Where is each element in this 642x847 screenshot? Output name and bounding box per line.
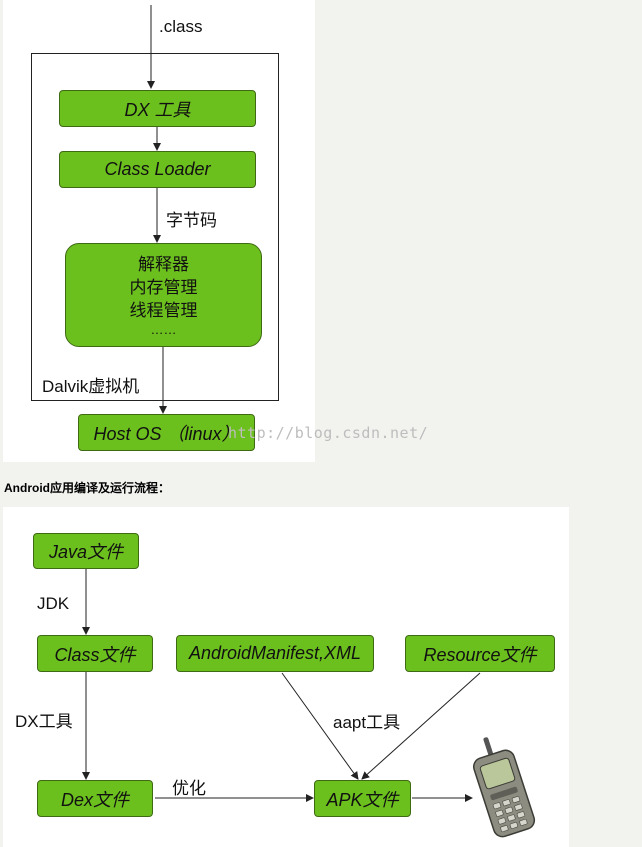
thread-management-line: 线程管理 [129,300,198,320]
host-os-box: Host OS （linux） [78,414,255,451]
dx-tool-box: DX 工具 [59,90,256,127]
apk-file-box: APK文件 [314,780,411,817]
resource-file-box: Resource文件 [405,635,555,672]
watermark-text: http://blog.csdn.net/ [228,424,429,442]
class-input-label: .class [159,17,203,36]
dx-tool-label: DX工具 [15,712,73,731]
optimize-label: 优化 [172,779,206,798]
memory-management-line: 内存管理 [129,277,198,297]
jdk-label: JDK [37,594,70,613]
interpreter-box: 解释器 内存管理 线程管理 …… [65,243,262,347]
arrow-manifest-to-apk [281,672,359,780]
dalvik-vm-label: Dalvik虚拟机 [42,377,140,396]
dalvik-vm-frame [31,53,279,401]
android-manifest-box: AndroidManifest,XML [176,635,374,672]
dex-file-box: Dex文件 [37,780,153,817]
section-heading: Android应用编译及运行流程： [4,481,170,495]
mobile-phone-icon [472,737,536,838]
dalvik-diagram-panel [3,0,315,462]
arrow-resource-to-apk [361,672,481,780]
java-file-box: Java文件 [33,533,139,569]
class-file-box: Class文件 [37,635,153,672]
class-loader-box: Class Loader [59,151,256,188]
ellipsis-line: …… [150,321,177,337]
interpreter-line: 解释器 [138,254,189,274]
aapt-tool-label: aapt工具 [333,713,401,732]
bytecode-label: 字节码 [166,211,217,230]
